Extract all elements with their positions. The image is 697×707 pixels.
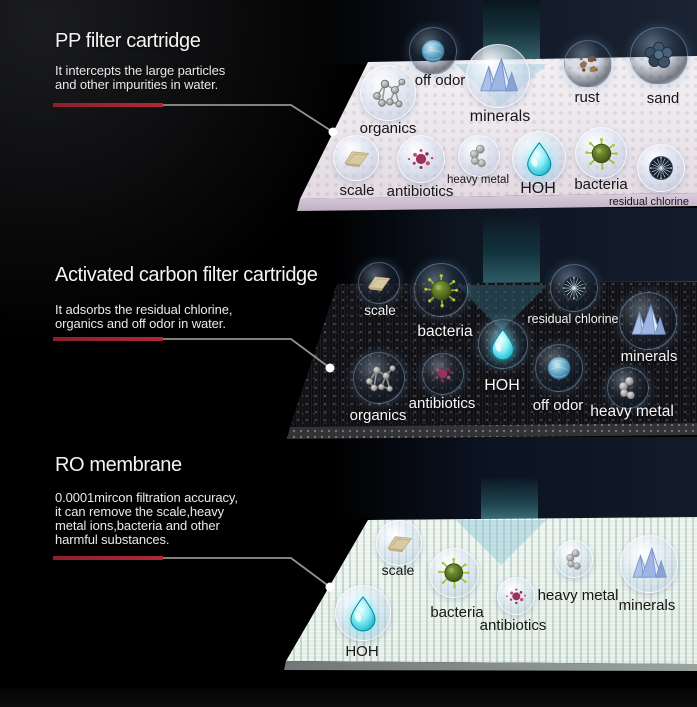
accent-underline [53,556,163,560]
antibiotics-bubble [497,577,535,615]
heavy-metal-bubble [458,135,500,177]
heavy-metal-bubble [607,367,649,409]
item-label: minerals [618,597,676,614]
organics-bubble [360,65,416,121]
hoh-bubble [335,585,391,641]
scale-bubble [376,520,422,566]
section-desc-line: organics and off odor in water. [55,316,226,331]
water-stream-stage3 [481,476,538,521]
sand-bubble [630,27,688,85]
item-label: HOH [520,180,556,197]
item-label: HOH [345,643,379,660]
minerals-bubble [619,292,677,350]
item-label: organics [359,120,417,137]
minerals-bubble [466,44,530,108]
carbon-filter-panel-edge [287,423,697,439]
item-label: antibiotics [386,183,454,200]
section-desc-line: harmful substances. [55,532,170,547]
section-title-carbon-filter: Activated carbon filter cartridge [55,264,318,286]
bacteria-bubble [429,548,479,598]
section-desc-line: 0.0001mircon filtration accuracy, [55,490,238,505]
antibiotics-bubble [422,353,464,395]
item-label: organics [349,407,407,424]
accent-underline [53,337,163,341]
item-label: bacteria [417,323,473,340]
item-label: heavy metal [590,403,674,420]
antibiotics-bubble [397,135,445,183]
scale-bubble [358,262,400,304]
residual-chlorine-bubble [550,264,598,312]
item-label: heavy metal [446,174,510,186]
section-desc-line: it can remove the scale,heavy [55,504,225,519]
section-title-pp-filter: PP filter cartridge [55,30,201,52]
item-label: antibiotics [479,617,547,634]
water-stream-stage2 [483,214,540,284]
item-label: minerals [620,348,678,365]
connector-dot [325,363,335,373]
connector-line [163,557,331,588]
organics-bubble [353,352,405,404]
connector-line [163,104,334,133]
ro-membrane-panel-edge [284,661,697,671]
item-label: bacteria [574,176,628,193]
section-title-ro-membrane: RO membrane [55,454,182,476]
hoh-bubble [512,131,566,185]
item-label: heavy metal [537,587,619,604]
accent-underline [53,103,163,107]
item-label: residual chlorine [608,196,690,208]
item-label: HOH [484,377,520,394]
residual-chlorine-bubble [637,144,685,192]
connector-dot [325,582,335,592]
section-desc-line: It adsorbs the residual chlorine, [55,302,233,317]
hoh-bubble [478,319,528,369]
item-label: scale [339,182,375,199]
item-label: antibiotics [408,395,476,412]
item-label: off odor [414,72,466,89]
off-odor-bubble [535,344,583,392]
section-desc-line: and other impurities in water. [55,77,219,92]
item-label: sand [646,90,680,107]
bacteria-bubble [575,127,627,179]
connector-dot [328,127,338,137]
item-label: off odor [532,397,584,414]
section-desc-line: metal ions,bacteria and other [55,518,220,533]
item-label: bacteria [430,604,484,621]
rust-bubble [564,40,612,88]
off-odor-bubble [409,27,457,75]
bottom-fade [0,688,697,707]
item-label: rust [574,89,600,106]
item-label: residual chlorine [527,312,619,326]
minerals-bubble [620,535,678,593]
scale-bubble [333,135,379,181]
heavy-metal-bubble [555,540,593,578]
bacteria-bubble [414,263,468,317]
item-label: minerals [469,108,531,125]
item-label: scale [381,562,415,578]
connector-line [163,338,331,369]
item-label: scale [364,303,396,318]
section-desc-line: It intercepts the large particles [55,63,226,78]
